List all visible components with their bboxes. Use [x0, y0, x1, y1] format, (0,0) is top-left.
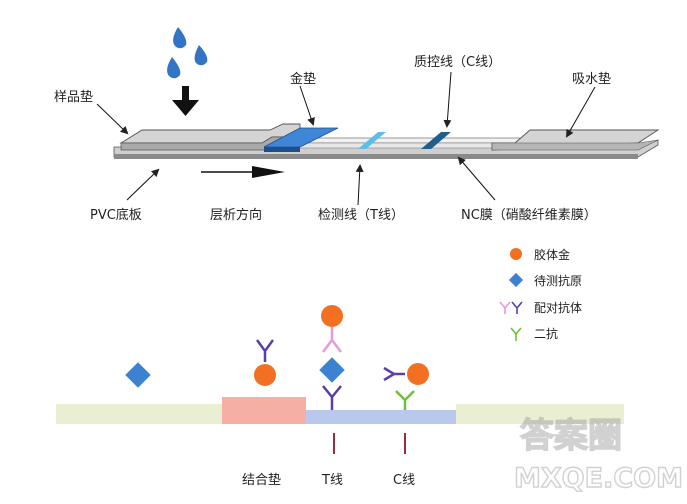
sample-drops-icon	[167, 27, 208, 79]
gold-circle-icon	[321, 305, 343, 327]
antigen-diamond-icon	[319, 357, 345, 383]
conjugate-pad-label: 结合垫	[242, 472, 281, 488]
control-line-label: 质控线（C线）	[414, 55, 501, 70]
sample-pad-label: 样品垫	[54, 89, 93, 105]
leader-lines	[96, 71, 596, 206]
absorbent-pad-label: 吸水垫	[572, 71, 611, 87]
c-line-complex	[383, 363, 429, 410]
strip-left-segment	[56, 404, 222, 424]
antigen-diamond-icon	[125, 362, 151, 388]
flow-direction-arrow-icon	[201, 166, 285, 178]
gold-circle-icon	[407, 363, 429, 385]
test-line-mark	[358, 132, 386, 149]
control-line-mark	[421, 132, 451, 149]
antibody-y-icon	[499, 301, 523, 314]
t-line-label: T线	[321, 473, 343, 488]
watermark-line2: MXQE.COM	[514, 463, 683, 494]
gold-circle-icon	[254, 364, 276, 386]
c-line-label: C线	[393, 473, 415, 488]
legend: 胶体金 待测抗原 配对抗体 二抗	[499, 247, 582, 341]
flow-direction-label: 层析方向	[210, 207, 262, 223]
watermark: 答案圈 MXQE.COM	[513, 415, 683, 494]
antigen-diamond-icon	[508, 272, 524, 288]
membrane-segment	[306, 410, 456, 424]
conjugate-pad-segment	[222, 397, 306, 424]
legend-label-secondary: 二抗	[534, 326, 558, 341]
sample-down-arrow-icon	[172, 86, 199, 116]
test-line-label: 检测线（T线）	[318, 208, 404, 223]
gold-pad-label: 金垫	[290, 71, 316, 87]
nc-membrane-label: NC膜（硝酸纤维素膜）	[461, 208, 597, 223]
absorbent-pad	[491, 129, 660, 151]
secondary-antibody-y-icon	[510, 327, 522, 341]
legend-label-antibody: 配对抗体	[534, 300, 582, 315]
t-line-sandwich-complex	[319, 305, 345, 410]
antibody-gold-conjugate	[254, 339, 276, 386]
legend-label-antigen: 待测抗原	[534, 273, 582, 288]
strip-right-segment	[456, 404, 624, 424]
watermark-line1: 答案圈	[520, 416, 622, 456]
pvc-board-label: PVC底板	[90, 207, 142, 223]
sample-pad	[119, 123, 301, 151]
gold-pad	[263, 127, 339, 152]
legend-label-gold: 胶体金	[534, 247, 570, 262]
gold-circle-icon	[510, 248, 522, 260]
